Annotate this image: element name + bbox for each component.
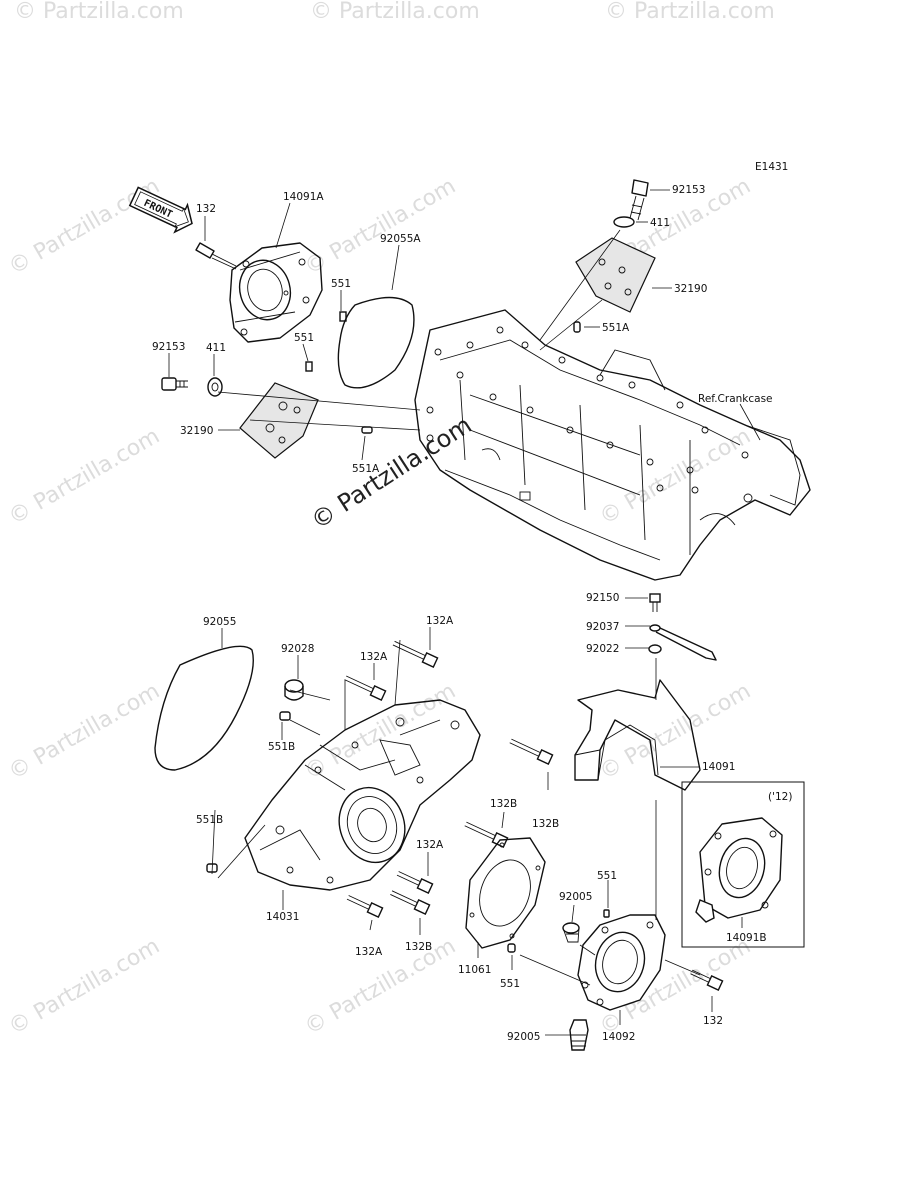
label-11061: 11061 [458,964,491,976]
label-551A: 551A [352,463,380,475]
label-92055: 92055 [203,616,236,628]
cover-14092-illustration [577,914,666,1011]
clamp-92037 [649,624,717,661]
label-551B: 551B [196,814,223,826]
fitting-92005 [569,1019,589,1051]
bolt-132A [396,871,434,894]
bracket-32190-right [575,237,656,313]
watermark: © Partzilla.com [605,0,775,24]
label-92028: 92028 [281,643,314,655]
label-551: 551 [331,278,351,290]
washer-411-right [613,216,635,228]
cover-14091A-illustration [229,242,323,343]
inset-frame [681,781,805,948]
plug-92028 [284,679,304,701]
label-14091B: 14091B [726,932,767,944]
label-132A: 132A [416,839,444,851]
bolt-92153-right [629,179,649,221]
bolt-92153-left [161,377,188,391]
cover-14031-illustration [244,699,481,891]
dowel-pin-551A-left [361,426,373,434]
label-132B: 132B [532,818,559,830]
label-92153: 92153 [672,184,705,196]
watermark: © Partzilla.com [596,934,756,1041]
watermark: © Partzilla.com [5,424,165,531]
label-92150: 92150 [586,592,619,604]
label-132A: 132A [360,651,388,663]
watermark: © Partzilla.com [5,934,165,1041]
o-ring-92055A [337,296,415,389]
label-132A: 132A [355,946,383,958]
label-411: 411 [206,342,226,354]
label-92022: 92022 [586,643,619,655]
label-551: 551 [500,978,520,990]
label-411: 411 [650,217,670,229]
crankcase-illustration [414,309,811,581]
gasket-11061 [465,837,546,949]
diagram-code: E1431 [755,161,788,173]
watermark: © Partzilla.com [301,174,461,281]
dowel-pin-551 [305,361,313,372]
label-132: 132 [703,1015,723,1027]
inset-label: ('12) [768,791,792,803]
label-14091A: 14091A [283,191,324,203]
bolt-132-bottom [690,969,724,991]
watermark: © Partzilla.com [310,0,480,24]
bolt-92150 [649,593,661,612]
bolt-132A [344,675,387,701]
dowel-pin-551A-right [573,321,581,333]
label-132: 132 [196,203,216,215]
label-132A: 132A [426,615,454,627]
dowel-pin-551 [603,909,610,918]
label-92153: 92153 [152,341,185,353]
dowel-pin-551 [507,943,516,953]
label-14091: 14091 [702,761,735,773]
watermark: © Partzilla.com [5,679,165,786]
bracket-32190-left [239,382,319,459]
label-551: 551 [597,870,617,882]
dowel-pin-551B [279,711,291,721]
label-32190: 32190 [180,425,213,437]
watermark-layer: © Partzilla.com © Partzilla.com © Partzi… [5,0,775,1040]
bolt-132B [509,738,554,765]
label-92005: 92005 [559,891,592,903]
washer-411-left [207,377,223,397]
label-92037: 92037 [586,621,619,633]
watermark: © Partzilla.com [14,0,184,24]
dowel-pin-551 [339,311,347,322]
label-551: 551 [294,332,314,344]
label-132B: 132B [490,798,517,810]
leader-lines-lower [211,597,743,1036]
bolt-132A [346,895,384,918]
label-92005: 92005 [507,1031,540,1043]
center-watermark: © Partzilla.com [306,411,477,535]
label-132B: 132B [405,941,432,953]
bolt-132B [390,890,431,915]
bolt-132-top [195,242,237,270]
cover-14091B-illustration [695,817,783,923]
label-14092: 14092 [602,1031,635,1043]
washer-92022 [648,644,662,654]
label-551A: 551A [602,322,630,334]
o-ring-92055 [154,645,254,771]
ref-crankcase-label: Ref.Crankcase [698,393,773,405]
cover-14091-illustration [574,679,701,791]
leader-lines-top [168,189,761,461]
label-92055A: 92055A [380,233,421,245]
label-32190: 32190 [674,283,707,295]
fitting-92005 [562,922,580,943]
front-arrow-icon: FRONT [128,186,193,234]
label-14031: 14031 [266,911,299,923]
label-551B: 551B [268,741,295,753]
part-labels: 132 14091A 92055A 551 551 92153 411 3219… [152,184,773,1043]
